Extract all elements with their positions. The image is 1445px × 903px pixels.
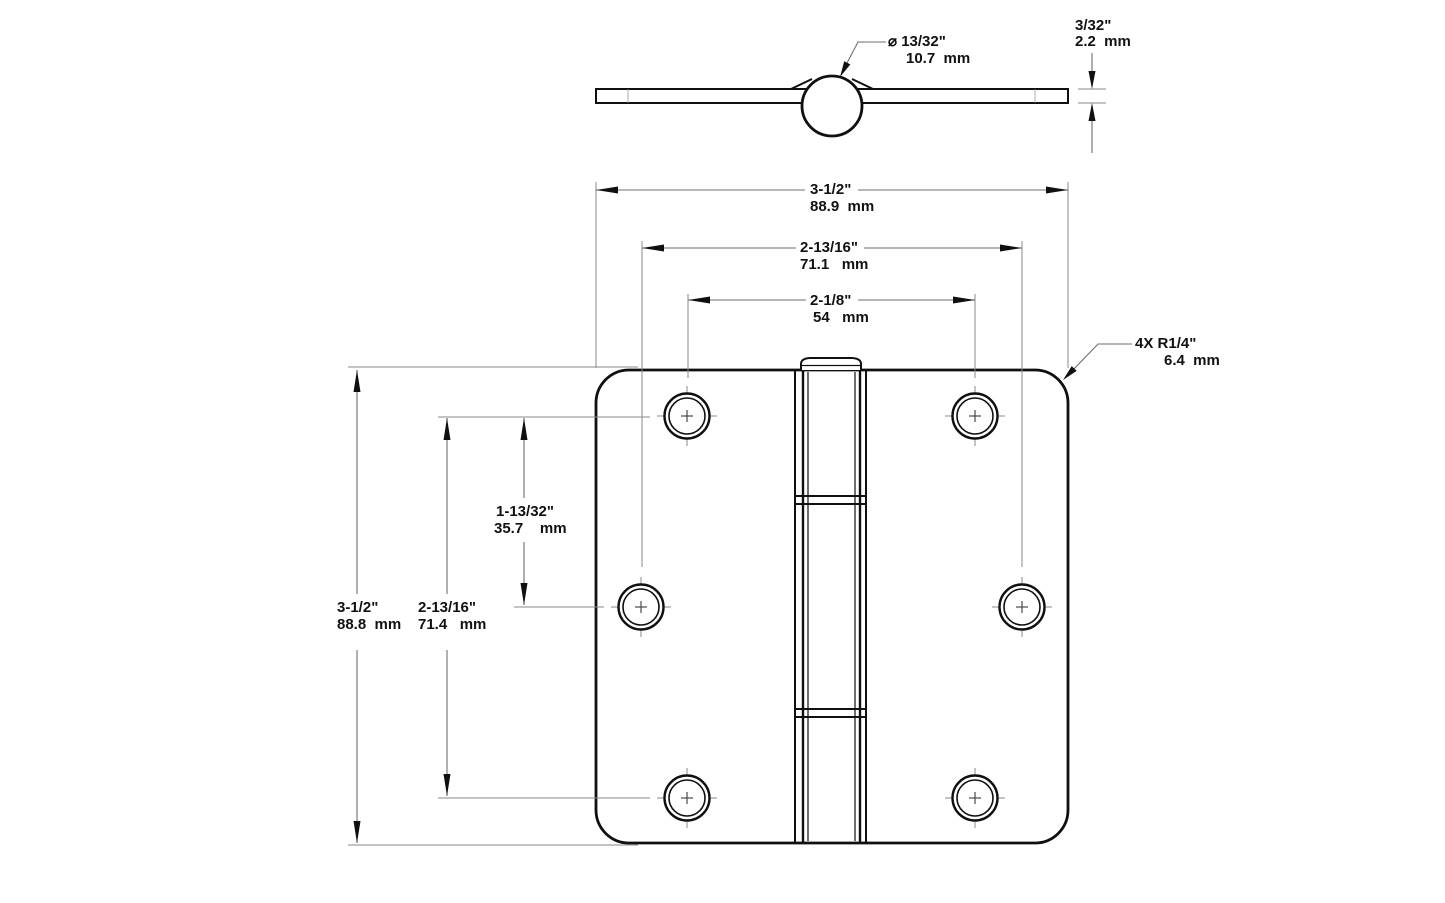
- hinge-edge-view: [595, 74, 1069, 138]
- screw-hole: [657, 768, 717, 828]
- arrowhead: [840, 61, 851, 77]
- pin-diameter-leader: [840, 41, 886, 77]
- leaf-thickness-mm-label: 2.2 mm: [1075, 33, 1131, 50]
- leaf-curl-left: [790, 78, 813, 90]
- corner-radius-inch-label: 4X R1/4": [1135, 335, 1197, 352]
- hole-span-vertical-inch-label: 2-13/16": [418, 599, 476, 616]
- leaf-curl-right: [851, 78, 874, 90]
- left-leaf-edge-view: [595, 88, 821, 104]
- hinge-barrel: [794, 357, 867, 843]
- hole-span-narrow-inch-label: 2-1/8": [810, 292, 852, 309]
- corner-radius-leader: [1063, 343, 1132, 380]
- screw-hole: [611, 577, 671, 637]
- hinge-front-view: [594, 357, 1070, 845]
- pin-diameter-mm-label: 10.7 mm: [906, 50, 971, 67]
- overall-height-inch-label: 3-1/2": [337, 599, 379, 616]
- hole-span-wide-inch-label: 2-13/16": [800, 239, 858, 256]
- hole-span-wide-mm-label: 71.1 mm: [800, 256, 869, 273]
- hole-offset-vertical-inch-label: 1-13/32": [496, 503, 554, 520]
- pin-diameter-inch-label: ⌀ 13/32": [888, 33, 946, 50]
- screw-hole: [945, 768, 1005, 828]
- knuckle-barrel-circle: [800, 74, 864, 138]
- overall-width-mm-label: 88.9 mm: [810, 198, 875, 215]
- overall-width-inch-label: 3-1/2": [810, 181, 852, 198]
- screw-hole: [945, 386, 1005, 446]
- hole-offset-vertical-mm-label: 35.7 mm: [494, 520, 567, 537]
- leaf-thickness-dimension: [1078, 53, 1106, 153]
- screw-hole: [657, 386, 717, 446]
- arrowhead: [1063, 366, 1077, 380]
- pin-head: [800, 357, 862, 370]
- corner-radius-mm-label: 6.4 mm: [1164, 352, 1220, 369]
- hole-span-narrow-mm-label: 54 mm: [813, 309, 869, 326]
- leaf-thickness-inch-label: 3/32": [1075, 17, 1112, 34]
- screw-holes: [611, 386, 1052, 828]
- arrowhead: [1088, 103, 1096, 121]
- dimension-lines: [353, 186, 1068, 843]
- overall-height-mm-label: 88.8 mm: [337, 616, 402, 633]
- hole-span-vertical-mm-label: 71.4 mm: [418, 616, 487, 633]
- extension-lines: [348, 182, 1069, 846]
- arrowhead: [1088, 71, 1096, 89]
- screw-hole: [992, 577, 1052, 637]
